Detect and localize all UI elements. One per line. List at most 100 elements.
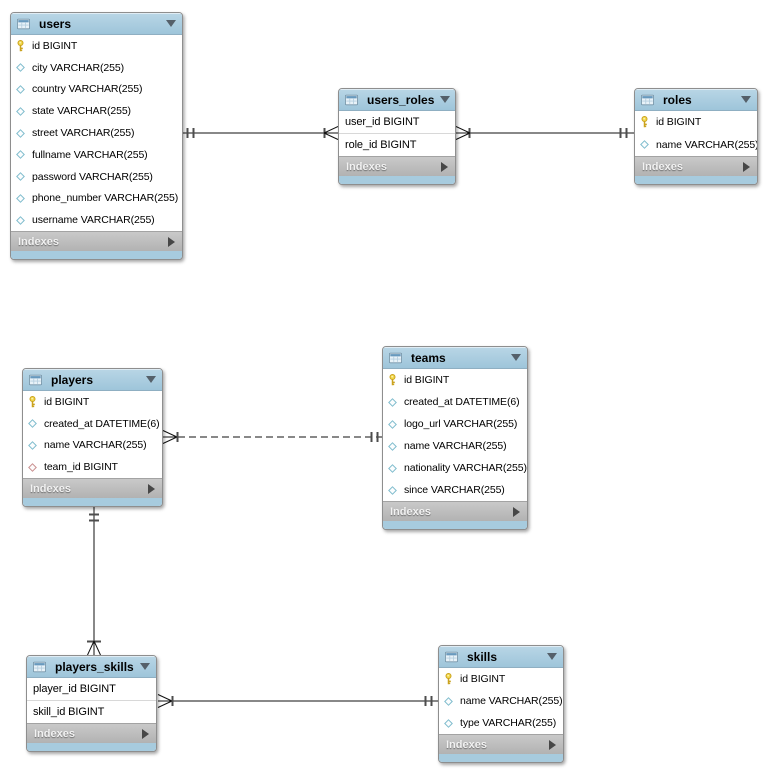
column-label: user_id BIGINT <box>345 116 420 128</box>
column-created_at[interactable]: created_at DATETIME(6) <box>23 413 162 435</box>
table-icon <box>641 94 654 106</box>
column-player_id[interactable]: player_id BIGINT <box>27 678 156 700</box>
table-skills-header[interactable]: skills <box>439 646 563 668</box>
indexes-bar[interactable]: Indexes <box>339 156 455 176</box>
indexes-label: Indexes <box>34 727 75 740</box>
table-title: teams <box>411 350 446 365</box>
expand-arrow-icon[interactable] <box>549 739 556 750</box>
column-name[interactable]: name VARCHAR(255) <box>23 435 162 457</box>
table-roles-header[interactable]: roles <box>635 89 757 111</box>
expand-arrow-icon[interactable] <box>743 161 750 172</box>
column-role_id[interactable]: role_id BIGINT <box>339 133 455 156</box>
expand-arrow-icon[interactable] <box>513 506 520 517</box>
collapse-caret-icon[interactable] <box>146 376 156 383</box>
column-label: country VARCHAR(255) <box>32 83 143 96</box>
column-id[interactable]: id BIGINT <box>439 668 563 690</box>
collapse-caret-icon[interactable] <box>440 96 451 103</box>
collapse-caret-icon[interactable] <box>511 354 521 361</box>
column-type[interactable]: type VARCHAR(255) <box>439 712 563 734</box>
indexes-bar[interactable]: Indexes <box>439 734 563 754</box>
collapse-caret-icon[interactable] <box>140 663 150 670</box>
column-id[interactable]: id BIGINT <box>11 35 182 57</box>
relationship-users-users_roles[interactable] <box>183 126 339 140</box>
table-title: users_roles <box>367 92 435 107</box>
table-icon <box>389 352 402 364</box>
column-diamond-icon <box>16 193 29 203</box>
relationship-players_skills-skills[interactable] <box>157 694 438 708</box>
expand-arrow-icon[interactable] <box>168 236 175 247</box>
column-id[interactable]: id BIGINT <box>635 111 757 134</box>
column-diamond-icon <box>28 419 41 429</box>
column-diamond-icon <box>16 215 29 225</box>
indexes-label: Indexes <box>18 235 59 248</box>
column-country[interactable]: country VARCHAR(255) <box>11 79 182 101</box>
column-diamond-icon <box>388 441 401 451</box>
column-state[interactable]: state VARCHAR(255) <box>11 100 182 122</box>
column-label: username VARCHAR(255) <box>32 214 155 227</box>
column-user_id[interactable]: user_id BIGINT <box>339 111 455 133</box>
collapse-caret-icon[interactable] <box>741 96 751 103</box>
column-name[interactable]: name VARCHAR(255) <box>383 435 527 457</box>
fk-diamond-icon <box>28 462 41 472</box>
table-users-header[interactable]: users <box>11 13 182 35</box>
column-list: user_id BIGINT role_id BIGINT <box>339 111 455 156</box>
column-fullname[interactable]: fullname VARCHAR(255) <box>11 144 182 166</box>
relationship-players-players_skills[interactable] <box>87 505 101 656</box>
column-skill_id[interactable]: skill_id BIGINT <box>27 700 156 723</box>
table-teams-header[interactable]: teams <box>383 347 527 369</box>
primary-key-icon <box>640 116 653 128</box>
relationship-users_roles-roles[interactable] <box>455 126 634 140</box>
column-username[interactable]: username VARCHAR(255) <box>11 209 182 231</box>
column-id[interactable]: id BIGINT <box>23 391 162 413</box>
table-players-header[interactable]: players <box>23 369 162 391</box>
indexes-bar[interactable]: Indexes <box>23 478 162 498</box>
column-label: logo_url VARCHAR(255) <box>404 418 518 430</box>
column-label: since VARCHAR(255) <box>404 484 505 496</box>
column-city[interactable]: city VARCHAR(255) <box>11 57 182 79</box>
column-street[interactable]: street VARCHAR(255) <box>11 122 182 144</box>
table-users_roles[interactable]: users_roles user_id BIGINT role_id BIGINT… <box>338 88 456 185</box>
indexes-label: Indexes <box>446 738 487 751</box>
column-diamond-icon <box>16 106 29 116</box>
column-since[interactable]: since VARCHAR(255) <box>383 479 527 501</box>
indexes-label: Indexes <box>346 160 387 173</box>
expand-arrow-icon[interactable] <box>142 728 149 739</box>
column-diamond-icon <box>388 419 401 429</box>
column-logo_url[interactable]: logo_url VARCHAR(255) <box>383 413 527 435</box>
relationship-players-teams[interactable] <box>162 430 382 444</box>
column-label: team_id BIGINT <box>44 461 118 474</box>
primary-key-icon <box>28 395 41 408</box>
table-bottom-band <box>635 176 757 184</box>
column-diamond-icon <box>388 463 401 473</box>
expand-arrow-icon[interactable] <box>148 483 155 494</box>
column-created_at[interactable]: created_at DATETIME(6) <box>383 391 527 413</box>
indexes-label: Indexes <box>390 505 431 518</box>
column-label: state VARCHAR(255) <box>32 105 131 118</box>
indexes-bar[interactable]: Indexes <box>27 723 156 743</box>
column-name[interactable]: name VARCHAR(255) <box>635 134 757 157</box>
column-team_id[interactable]: team_id BIGINT <box>23 456 162 478</box>
column-phone_number[interactable]: phone_number VARCHAR(255) <box>11 187 182 209</box>
expand-arrow-icon[interactable] <box>441 161 448 172</box>
table-users_roles-header[interactable]: users_roles <box>339 89 455 111</box>
column-id[interactable]: id BIGINT <box>383 369 527 391</box>
indexes-bar[interactable]: Indexes <box>11 231 182 251</box>
collapse-caret-icon[interactable] <box>166 20 176 27</box>
table-players_skills-header[interactable]: players_skills <box>27 656 156 678</box>
column-nationality[interactable]: nationality VARCHAR(255) <box>383 457 527 479</box>
column-password[interactable]: password VARCHAR(255) <box>11 166 182 188</box>
indexes-bar[interactable]: Indexes <box>383 501 527 521</box>
table-bottom-band <box>11 251 182 259</box>
indexes-bar[interactable]: Indexes <box>635 156 757 176</box>
column-name[interactable]: name VARCHAR(255) <box>439 690 563 712</box>
column-diamond-icon <box>640 140 653 150</box>
collapse-caret-icon[interactable] <box>547 653 557 660</box>
